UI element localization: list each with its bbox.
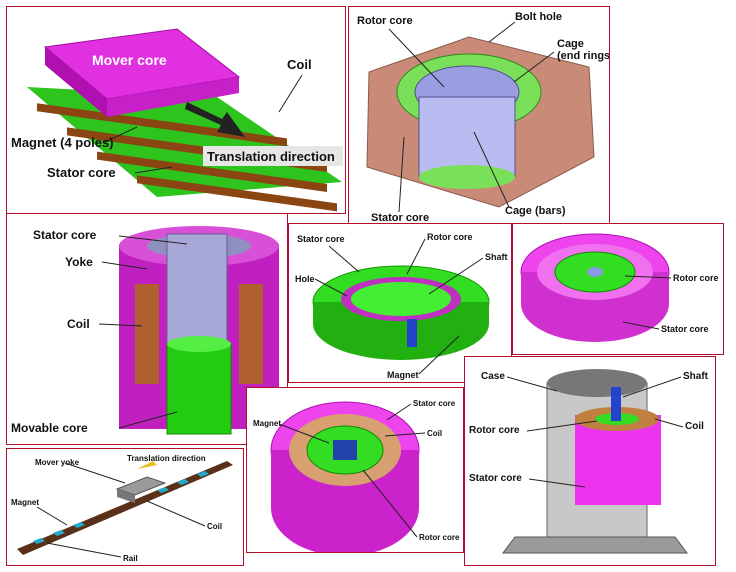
direction-arrow-icon [185,102,245,137]
pm-motor-diagram: Stator core Magnet Coil Rotor core [253,399,460,552]
panel-srm: Rotor core Stator core [512,223,724,355]
shaft-shape [407,319,417,347]
panel-linear-rail: Mover yoke Translation direction Magnet … [6,448,244,566]
bolt-hole-label: Bolt hole [515,11,562,23]
yoke-label: Yoke [65,255,93,269]
stator-core-shape [166,233,228,345]
ipm-diagram: Stator core Rotor core Shaft Hole Magnet [295,232,508,380]
stator-core-label: Stator core [47,165,116,180]
cage-bars-shape [418,96,516,178]
panel-pm-motor: Stator core Magnet Coil Rotor core [246,387,464,553]
coil-windings [135,284,263,384]
hole-label: Hole [295,274,315,284]
induction-diagram: Rotor core Bolt hole Cage(end rings) Sta… [357,11,610,224]
case-label: Case [481,371,505,382]
coil-label: Coil [207,522,222,531]
panel-induction: Rotor core Bolt hole Cage(end rings) Sta… [348,6,610,224]
rotor-core-label: Rotor core [469,425,520,436]
coil-label: Coil [685,421,704,432]
direction-label: Translation direction [127,454,206,463]
cage-end-label: Cage(end rings) [557,38,610,62]
rail-label: Rail [123,554,138,563]
stator-core-label: Stator core [661,324,709,334]
shaft-label: Shaft [485,252,508,262]
cased-motor-diagram: Case Shaft Rotor core Coil Stator core [469,369,709,554]
panel-cased-motor: Case Shaft Rotor core Coil Stator core [464,356,716,566]
mover-core-label: Mover core [92,52,167,68]
shaft-label: Shaft [683,371,709,382]
magnet-label: Magnet (4 poles) [11,135,114,150]
linear-mover-diagram: Mover core Coil Magnet (4 poles) Stator … [11,28,343,212]
coil-windings [37,103,337,212]
coil-label: Coil [427,429,442,438]
magnet-shape [333,440,357,460]
stator-core-label: Stator core [297,234,345,244]
mover-yoke-label: Mover yoke [35,458,80,467]
direction-arrow-icon [137,461,157,469]
direction-label: Translation direction [207,149,335,164]
rail-shape [17,461,233,555]
srm-diagram: Rotor core Stator core [520,233,719,342]
stator-core-label: Stator core [413,399,456,408]
magnet-label: Magnet [253,419,281,428]
shaft-shape [611,387,621,421]
rotor-core-label: Rotor core [673,273,719,283]
stator-core-label: Stator core [371,212,429,224]
linear-rail-diagram: Mover yoke Translation direction Magnet … [11,454,233,563]
stator-core-label: Stator core [33,228,97,242]
magnet-label: Magnet [11,498,39,507]
magnet-strip [33,471,209,544]
rotor-core-label: Rotor core [427,232,473,242]
coil-label: Coil [287,57,312,72]
movable-core-label: Movable core [11,421,88,435]
stator-core-label: Stator core [469,473,522,484]
rotor-core-label: Rotor core [357,15,413,27]
magnet-label: Magnet [387,370,419,380]
rotor-core-shape [351,282,451,316]
movable-core-shape [166,343,232,435]
cage-bars-label: Cage (bars) [505,205,566,217]
coil-label: Coil [67,317,90,331]
rotor-core-label: Rotor core [419,533,460,542]
panel-linear-mover: Mover core Coil Magnet (4 poles) Stator … [6,6,346,214]
